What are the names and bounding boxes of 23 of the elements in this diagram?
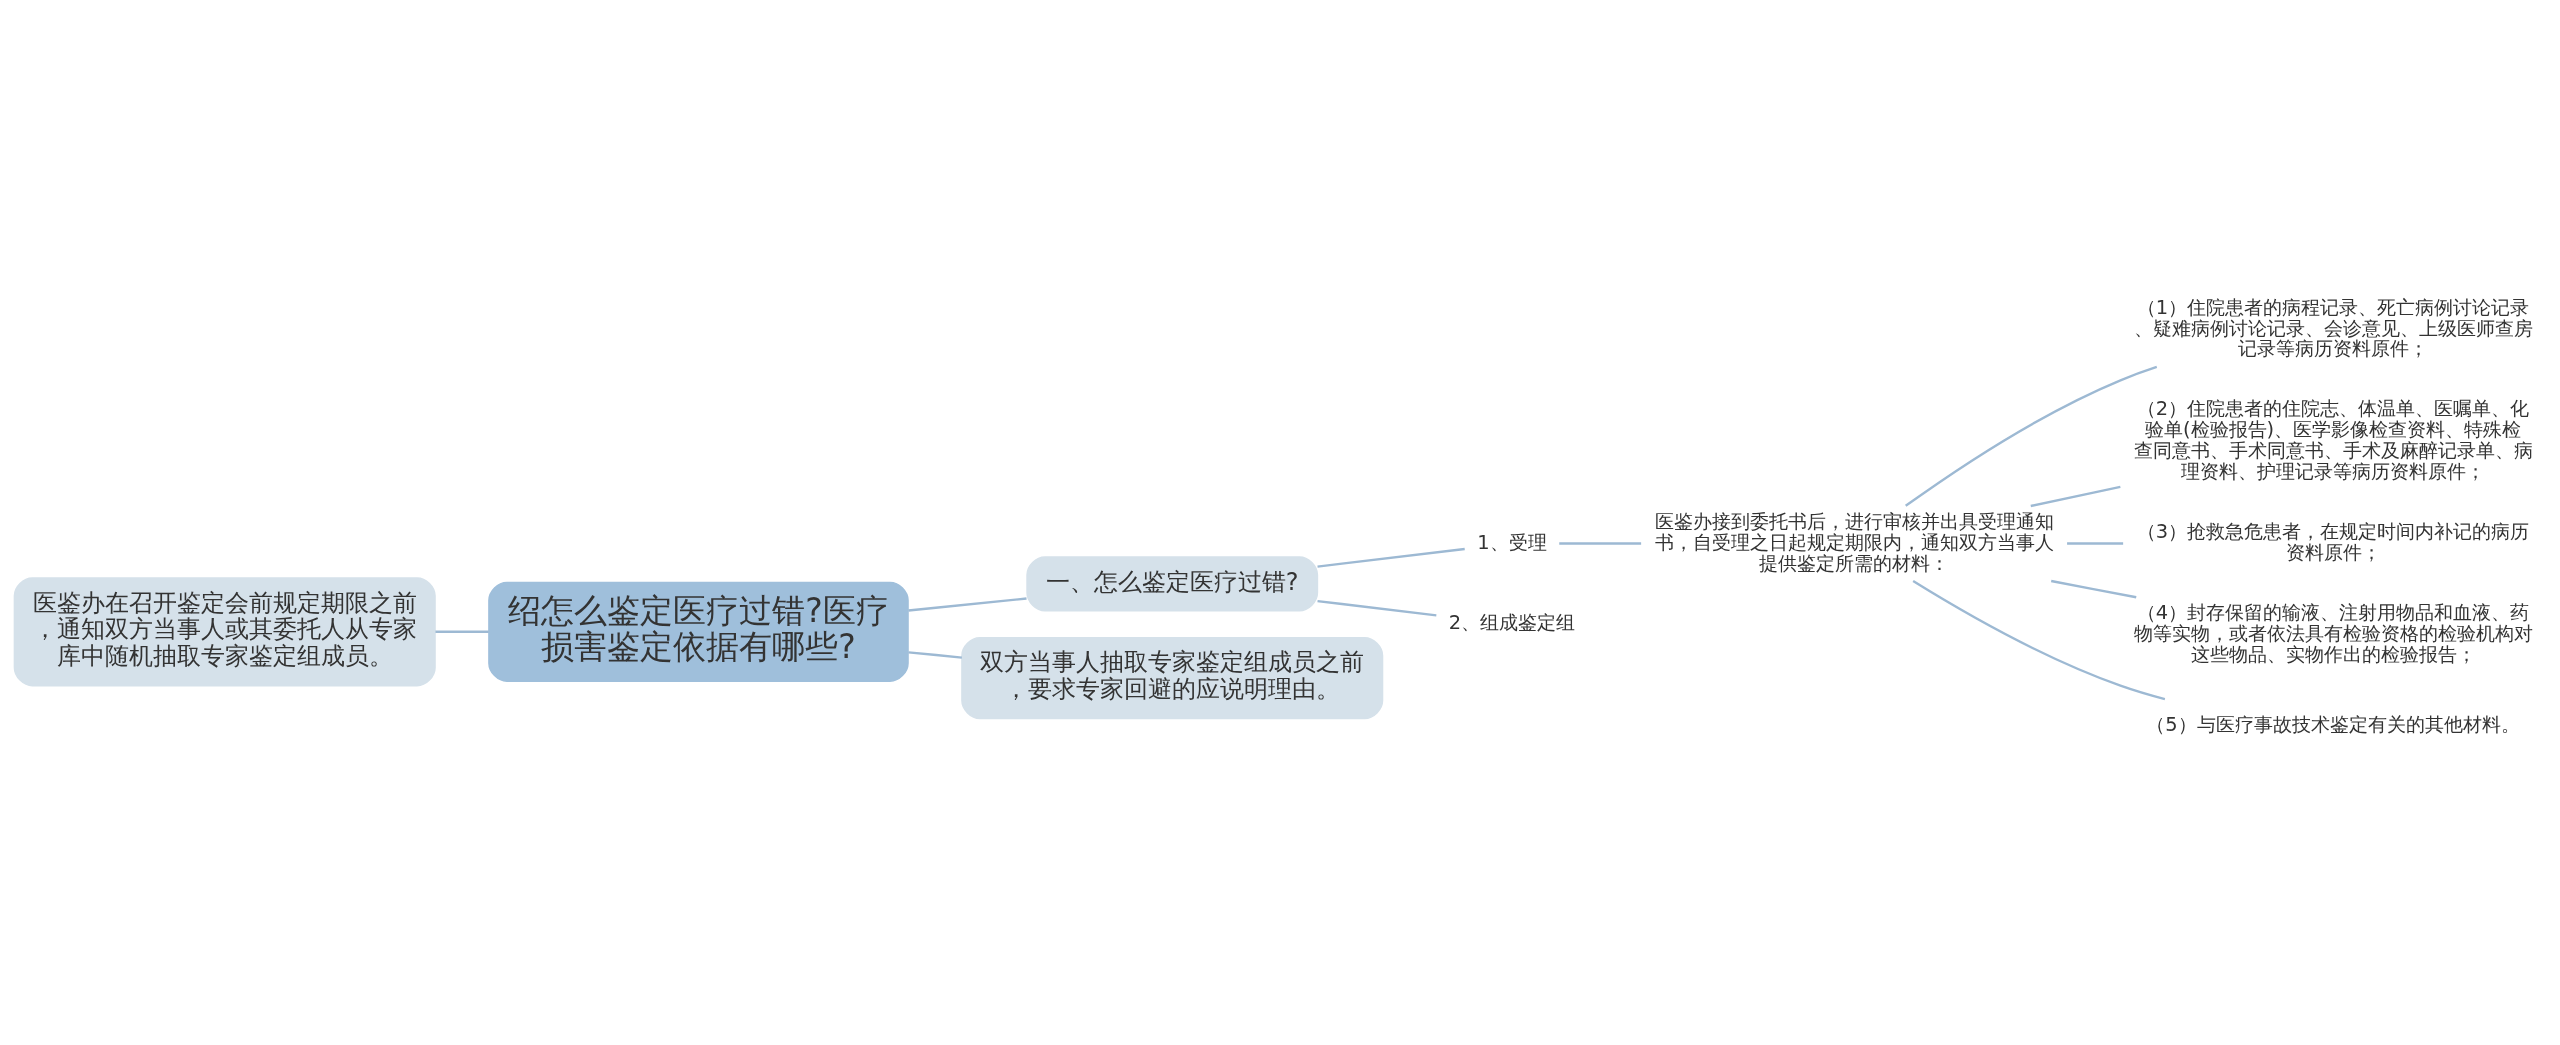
connector — [2067, 542, 2124, 545]
node-text: 医鉴办接到委托书后，进行审核并出具受理通知书，自受理之日起规定期限内，通知双方当事人提供鉴定所需的材料： — [1654, 509, 2054, 575]
node-text: 1、受理 — [1477, 530, 1547, 554]
node-box: 双方当事人抽取专家鉴定组成员之前，要求专家回避的应说明理由。 — [961, 637, 1384, 720]
node-text: （4）封存保留的输液、注射用物品和血液、药物等实物，或者依法具有检验资格的检验机构对这些物品、实物作出的检验报告； — [2133, 600, 2533, 666]
connector — [2030, 485, 2121, 508]
node-box: 医鉴办在召开鉴定会前规定期限之前，通知双方当事人或其委托人从专家库中随机抽取专家鉴定组成员。 — [13, 577, 436, 687]
connector — [435, 630, 489, 633]
node-text: （5）与医疗事故技术鉴定有关的其他材料。 — [2146, 713, 2520, 737]
node-text: （2）住院患者的住院志、体温单、医嘱单、化验单(检验报告)、医学影像检查资料、特殊检查同意书、手术同意书、手术及麻醉记录单、病理资料、护理记录等病历资料原件； — [2133, 397, 2533, 484]
node-box: 绍怎么鉴定医疗过错?医疗损害鉴定依据有哪些? — [488, 581, 909, 682]
connector — [908, 597, 1027, 612]
connector — [1317, 547, 1465, 568]
node-text: （3）抢救急危患者，在规定时间内补记的病历资料原件； — [2136, 520, 2530, 565]
node-text: 2、组成鉴定组 — [1448, 611, 1576, 635]
node-box: 一、怎么鉴定医疗过错? — [1026, 556, 1319, 612]
connector — [1559, 542, 1642, 545]
connector — [1912, 580, 2166, 701]
connector — [908, 651, 962, 659]
connector — [2050, 579, 2137, 599]
connector — [1905, 365, 2158, 507]
node-text: （1）住院患者的病程记录、死亡病例讨论记录、疑难病例讨论记录、会诊意见、上级医师查房记录等病历资料原件； — [2133, 295, 2533, 361]
connector — [1317, 599, 1437, 617]
